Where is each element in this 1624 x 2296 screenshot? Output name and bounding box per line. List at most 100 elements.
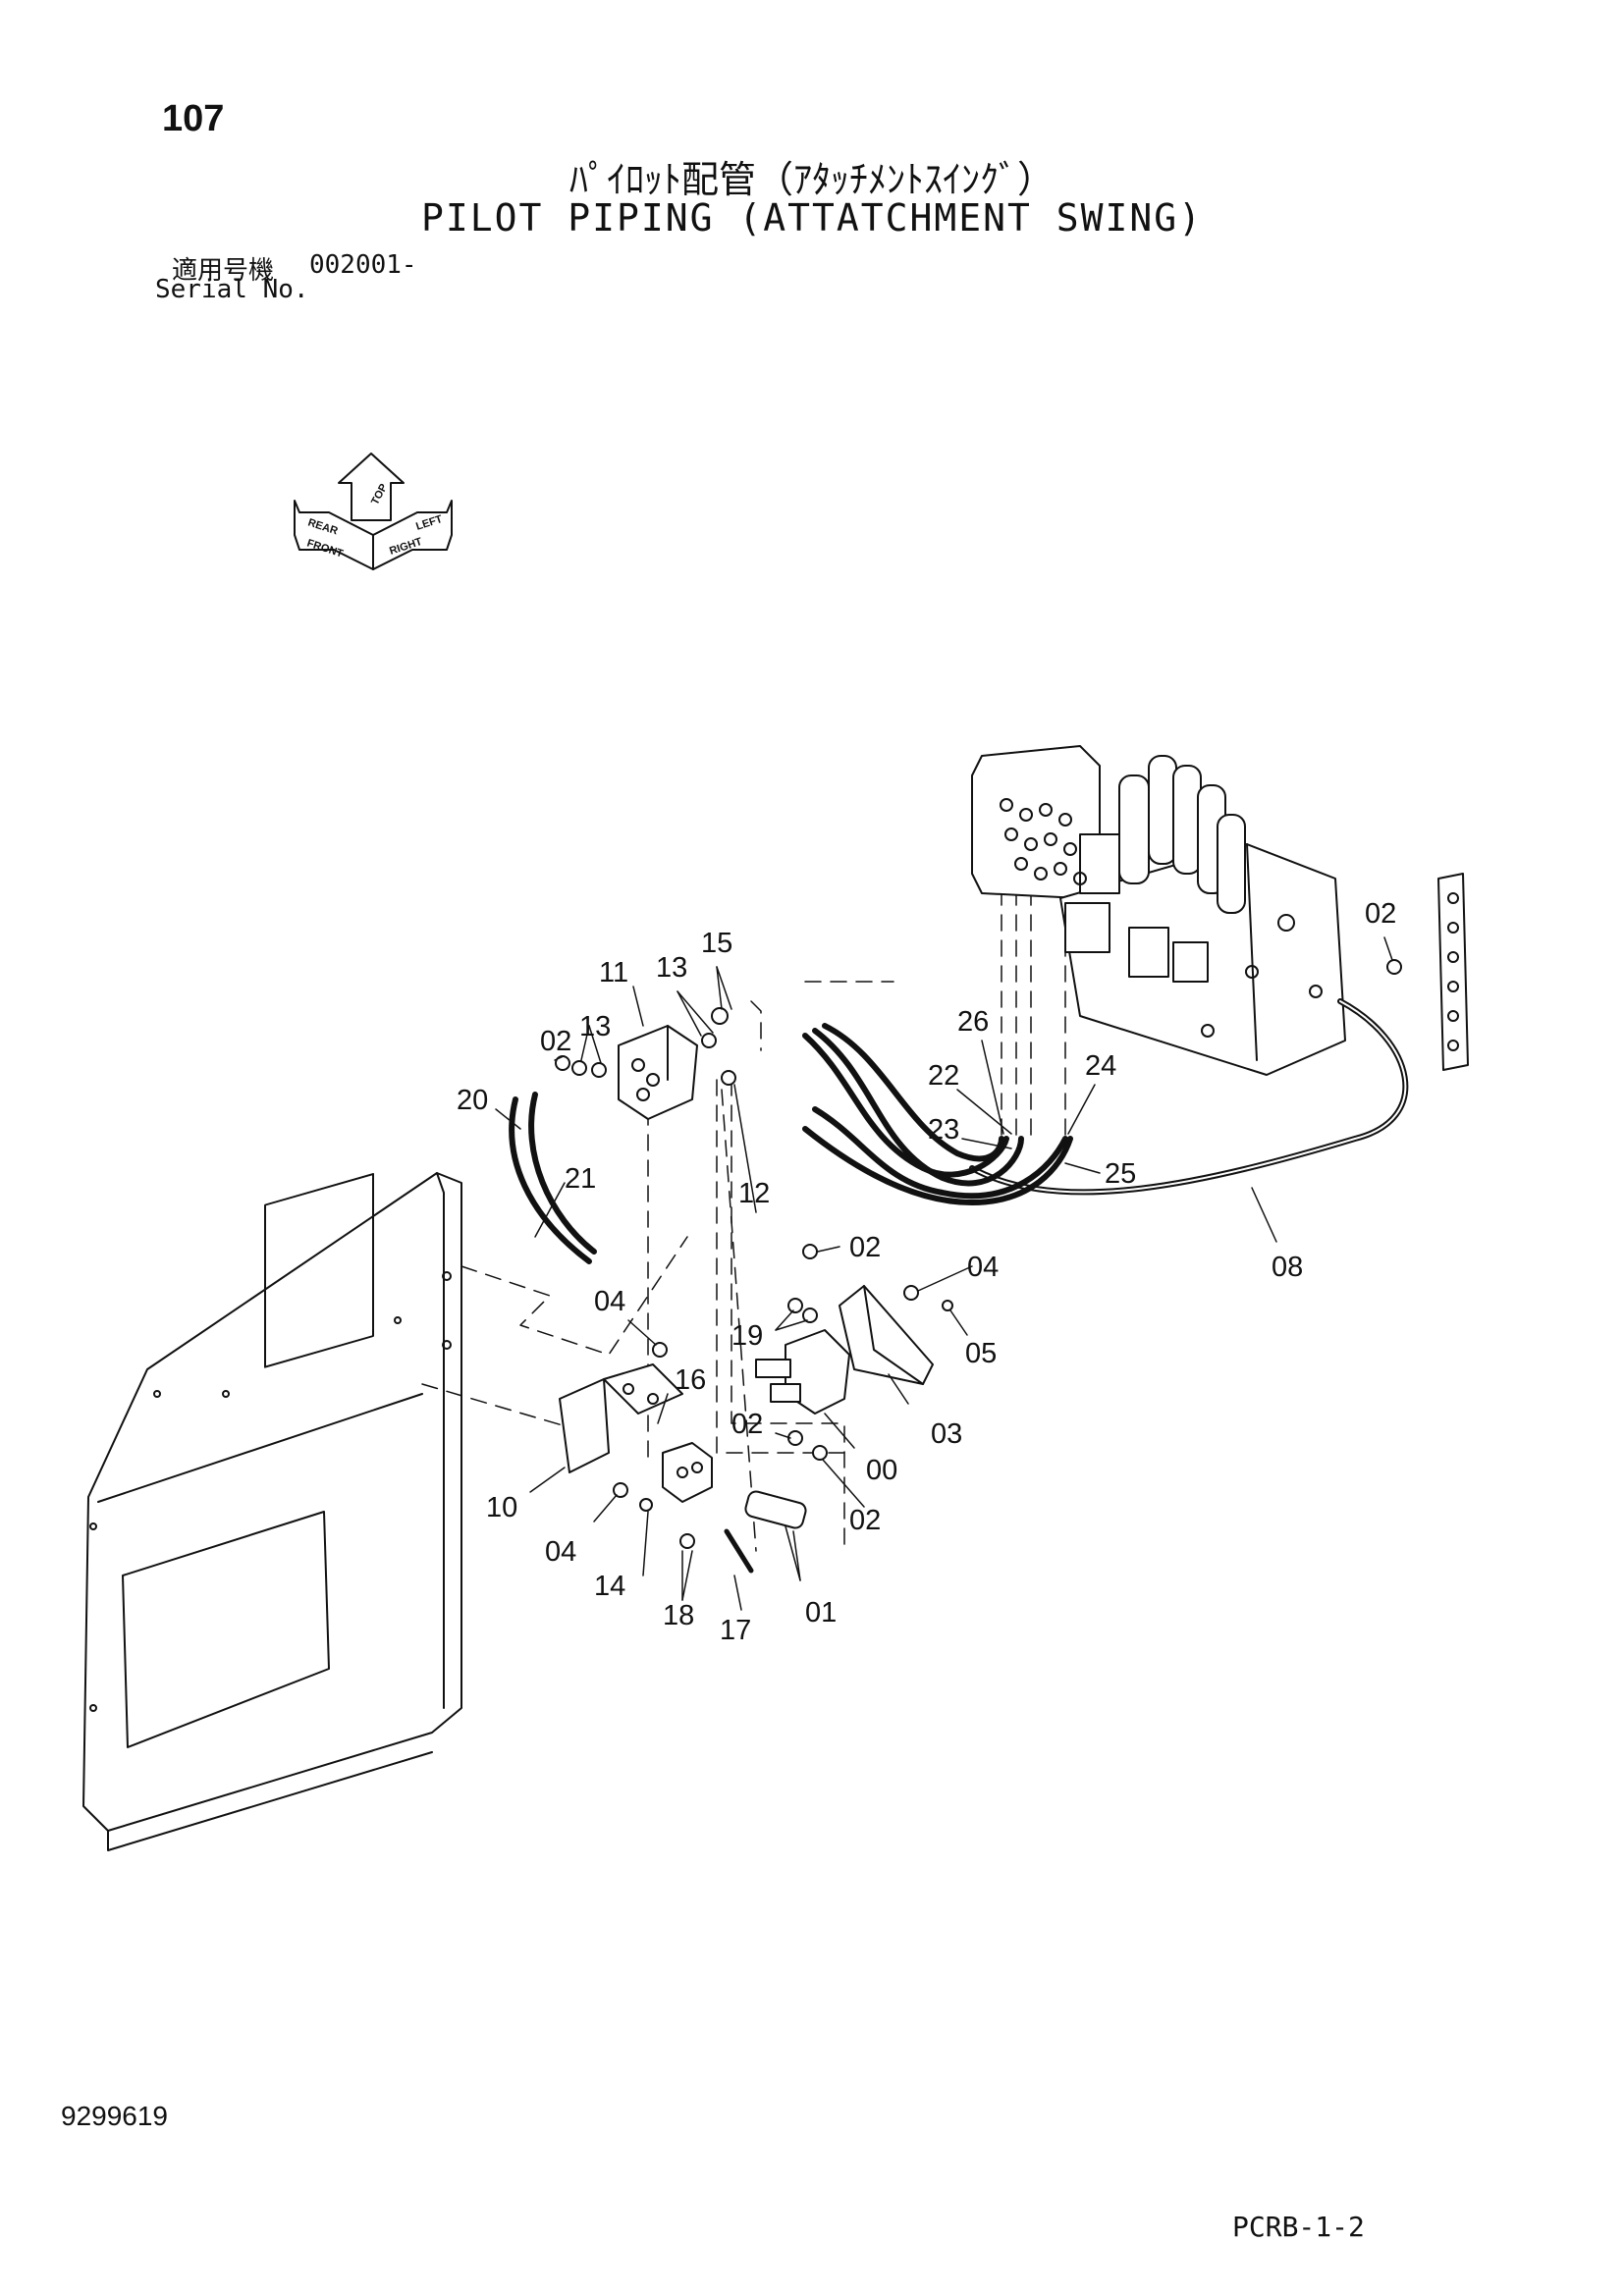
hose-26 — [822, 1023, 1004, 1162]
callout-02: 02 — [1365, 898, 1396, 930]
pin-17 — [724, 1528, 754, 1574]
cover-panel-rib — [97, 1393, 423, 1503]
callout-19: 19 — [731, 1320, 763, 1352]
valve-solenoid-3 — [1172, 941, 1209, 983]
rail-hole — [1447, 1010, 1459, 1022]
fitting — [613, 1482, 628, 1498]
serial-label-japanese: 適用号機 — [172, 256, 275, 286]
callout-16: 16 — [675, 1364, 706, 1396]
valve-00 — [755, 1329, 850, 1415]
callout-20: 20 — [457, 1085, 488, 1116]
valve-spool-6 — [1079, 833, 1120, 894]
guide-line — [460, 1236, 688, 1356]
callout-15: 15 — [701, 928, 732, 959]
callout-18: 18 — [663, 1600, 694, 1631]
direction-top-arrow — [338, 453, 405, 521]
rail-hole — [1447, 892, 1459, 904]
serial-label-english: Serial No. — [155, 275, 309, 304]
page-number: 107 — [162, 98, 225, 139]
rail-hole — [1447, 1040, 1459, 1051]
cover-panel-hole — [153, 1390, 161, 1398]
serial-value: 002001- — [309, 250, 417, 280]
guide-line — [750, 1000, 762, 1051]
fittings — [555, 959, 1402, 1574]
fitting — [1386, 959, 1402, 975]
valve-port — [1277, 914, 1295, 932]
fitting — [711, 1007, 729, 1025]
valve-00-stem — [770, 1383, 801, 1403]
callout-17: 17 — [720, 1615, 751, 1646]
manifold-block-11 — [618, 1025, 698, 1120]
valve-spool-2 — [1148, 755, 1177, 865]
hose-21 — [509, 1096, 592, 1264]
fitting — [787, 1298, 803, 1313]
fitting — [942, 1300, 953, 1311]
bracket-03-body — [839, 1285, 934, 1385]
callout-04: 04 — [967, 1252, 999, 1283]
callout-24: 24 — [1085, 1050, 1116, 1082]
cover-panel-bottom-edge — [107, 1751, 433, 1851]
bracket-03 — [839, 1285, 934, 1385]
mounting-rail — [1437, 873, 1469, 1071]
callout-14: 14 — [594, 1571, 625, 1602]
valve-port — [1201, 1024, 1215, 1038]
solenoid-01-body — [744, 1490, 807, 1529]
cover-panel-hole — [222, 1390, 230, 1398]
callout-23: 23 — [928, 1114, 959, 1146]
bracket-10-body — [559, 1378, 610, 1473]
callout-08: 08 — [1272, 1252, 1303, 1283]
title-english: PILOT PIPING (ATTATCHMENT SWING) — [420, 196, 1204, 240]
fitting — [591, 1062, 607, 1078]
guide-line — [721, 1089, 757, 1552]
fitting — [679, 1533, 695, 1549]
hose-25 — [802, 1126, 1073, 1205]
manifold-11-body — [618, 1025, 698, 1120]
callout-10: 10 — [486, 1492, 517, 1523]
callout-26: 26 — [957, 1006, 989, 1038]
bracket-10 — [559, 1363, 683, 1473]
rail-hole — [1447, 922, 1459, 934]
cover-panel-flange — [436, 1172, 445, 1709]
cover-panel-outline — [82, 1172, 462, 1832]
hose-23 — [812, 1028, 1024, 1187]
valve-spool-3 — [1172, 765, 1202, 875]
guide-line — [731, 1079, 845, 1547]
rail-hole — [1447, 981, 1459, 992]
rail-hole — [1447, 951, 1459, 963]
callout-22: 22 — [928, 1060, 959, 1092]
callout-01: 01 — [805, 1597, 837, 1629]
valve-solenoid-2 — [1128, 927, 1169, 978]
callout-04: 04 — [545, 1536, 576, 1568]
callout-02: 02 — [849, 1232, 881, 1263]
document-number: 9299619 — [61, 2101, 169, 2131]
cover-panel-hole — [89, 1704, 97, 1712]
direction-front-arrow — [294, 500, 374, 570]
cover-panel — [82, 1172, 462, 1851]
callout-12: 12 — [738, 1178, 770, 1209]
callout-02: 02 — [731, 1409, 763, 1440]
pilot-block-fittings — [1000, 798, 1087, 885]
valve-main-body-edge — [1246, 843, 1258, 1061]
hoses — [509, 998, 1409, 1264]
cover-panel-hole — [442, 1340, 452, 1350]
callout-13: 13 — [579, 1011, 611, 1042]
callout-21: 21 — [565, 1163, 596, 1195]
fitting — [903, 1285, 919, 1301]
block-16 — [662, 1442, 713, 1503]
cover-panel-hole — [394, 1316, 402, 1324]
guide-line — [716, 1079, 845, 1454]
fitting — [571, 1060, 587, 1076]
guide-line — [421, 1383, 590, 1434]
callout-05: 05 — [965, 1338, 997, 1369]
page-code: PCRB-1-2 — [1232, 2211, 1365, 2243]
cover-panel-hole — [442, 1271, 452, 1281]
mounting-rail-body — [1437, 873, 1469, 1071]
hose-24 — [812, 1106, 1068, 1200]
valve-port — [1245, 965, 1259, 979]
fitting — [639, 1498, 653, 1512]
fitting — [802, 1244, 818, 1259]
callout-02: 02 — [849, 1505, 881, 1536]
solenoid-01 — [744, 1490, 807, 1529]
callout-25: 25 — [1105, 1158, 1136, 1190]
leader-lines — [495, 936, 1393, 1611]
